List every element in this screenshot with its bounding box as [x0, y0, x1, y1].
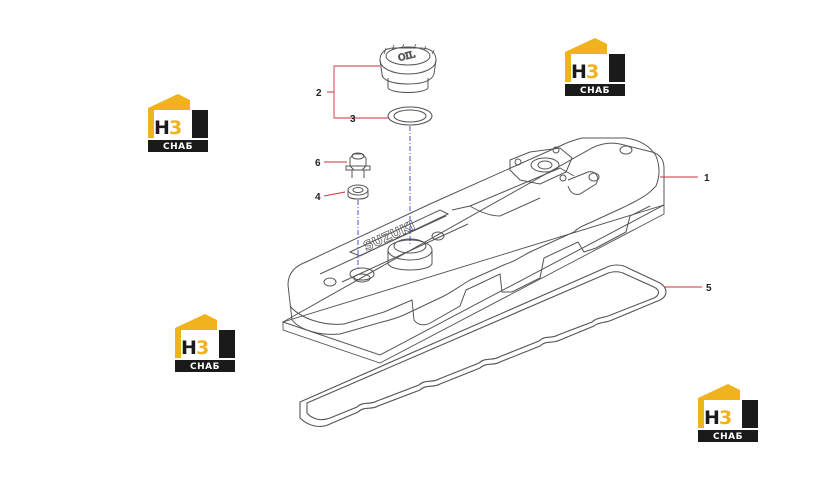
svg-text:3: 3 [586, 61, 599, 83]
oil-cap-seal [387, 106, 433, 126]
oil-cap-text: OIL [397, 50, 416, 64]
callout-6: 6 [315, 158, 321, 169]
callout-leaders [323, 65, 702, 288]
svg-text:H: H [181, 337, 197, 359]
svg-text:H: H [704, 407, 720, 429]
callout-4: 4 [315, 192, 321, 203]
callout-5: 5 [706, 283, 712, 294]
oil-filler-cap: OIL [379, 43, 437, 93]
svg-text:H: H [571, 61, 587, 83]
cover-bolt [345, 152, 371, 178]
svg-text:H: H [154, 117, 170, 139]
assembly-center-lines [357, 126, 411, 270]
watermark-label: СНАБ [580, 86, 610, 96]
cover-gasket [299, 264, 667, 427]
cover-brand-text: SUZUKI [362, 219, 418, 255]
bolt-washer [347, 184, 369, 200]
callout-3: 3 [350, 114, 356, 125]
watermark-label: СНАБ [190, 362, 220, 372]
valve-cover: SUZUKI [281, 137, 665, 364]
svg-text:3: 3 [169, 117, 182, 139]
watermark-logo: H 3 СНАБ [148, 94, 208, 152]
watermark-label: СНАБ [163, 142, 193, 152]
watermark-logo: H 3 СНАБ [565, 38, 625, 96]
watermark-label: СНАБ [713, 432, 743, 442]
callout-1: 1 [704, 173, 710, 184]
watermark-logo: H 3 СНАБ [698, 384, 758, 442]
svg-text:3: 3 [719, 407, 732, 429]
watermark-logo: H 3 СНАБ [175, 314, 235, 372]
callout-2: 2 [316, 88, 322, 99]
svg-text:3: 3 [196, 337, 209, 359]
callout-numbers: 1 2 3 4 5 6 [315, 88, 712, 294]
